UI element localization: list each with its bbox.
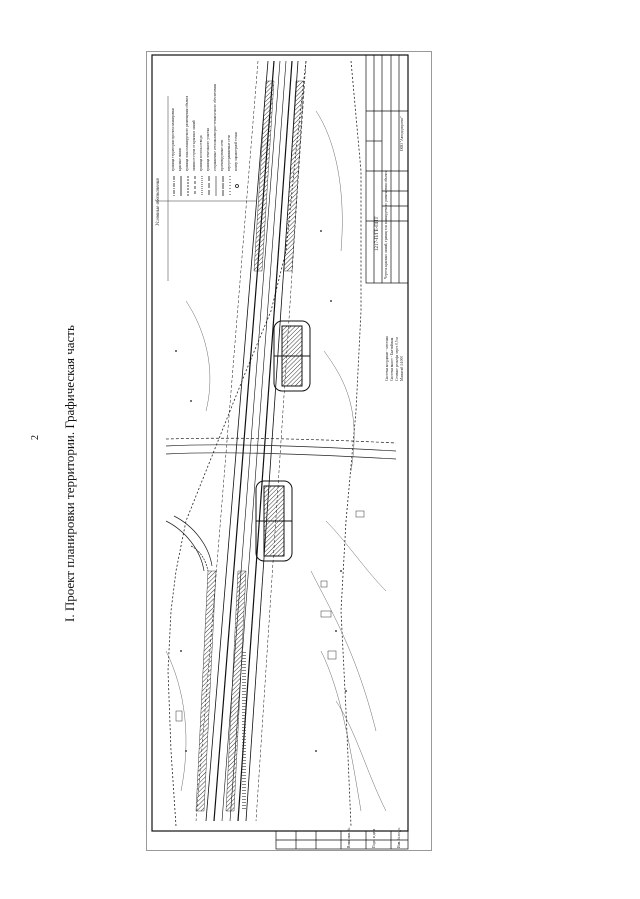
- survey-points: [175, 230, 347, 752]
- buildings: [175, 510, 365, 722]
- contour-lines: [165, 110, 387, 812]
- title-block: [365, 54, 409, 284]
- legend-item: граница зоны планируемого размещения объ…: [185, 95, 189, 171]
- legend-item: граница земельного участка: [206, 128, 210, 171]
- overpass-structure-2: [255, 480, 293, 562]
- overpass-structure-1: [273, 320, 311, 392]
- legend-item: переустраиваемые сети: [227, 135, 231, 171]
- stamp-organization: ООО "Автодорпроект": [400, 116, 404, 151]
- stamp-sheet-title: Чертеж красных линий, границ зон планиру…: [384, 170, 388, 279]
- crossing-road: [165, 437, 397, 460]
- hatched-embankment-lower: [225, 570, 247, 812]
- bottom-frame-strip: [275, 830, 409, 850]
- legend-item: сохраняемые сети инженерно-технического …: [213, 83, 217, 171]
- frame-label: Инв. № подл.: [397, 827, 401, 848]
- engineering-line: [242, 651, 246, 811]
- drawing-frame: [151, 54, 409, 832]
- legend-item: линии отступа от красных линий: [192, 120, 196, 171]
- page-number: 2: [30, 435, 41, 440]
- legend-item: проектируемые сети: [220, 139, 224, 171]
- legend-item: граница территории проекта планировки: [171, 108, 175, 171]
- planning-drawing: [146, 51, 432, 851]
- drawing-code: 1217-П/ГЕ-ППТ: [375, 216, 380, 251]
- legend-item: красные линии: [178, 147, 182, 171]
- section-title: I. Проект планировки территории. Графиче…: [62, 325, 77, 622]
- legend-item: граница полосы отвода: [199, 135, 203, 172]
- territory-boundary: [167, 60, 307, 827]
- drawing-sheet: Условные обозначения граница территории …: [146, 51, 432, 851]
- hatched-embankment-upper: [253, 80, 275, 272]
- sheet-border: [146, 51, 432, 851]
- legend-item: номер характерной точки: [234, 132, 238, 171]
- drawing-note: Масштаб 1:1000: [400, 355, 404, 381]
- side-ramp: [165, 515, 213, 572]
- frame-label: Подп. и дата: [372, 828, 376, 848]
- road-corridor: [195, 60, 307, 822]
- legend-box: [156, 96, 256, 281]
- legend-samples: [173, 176, 239, 196]
- frame-label: Взам. инв. №: [347, 827, 351, 848]
- legend-title: Условные обозначения: [156, 178, 161, 226]
